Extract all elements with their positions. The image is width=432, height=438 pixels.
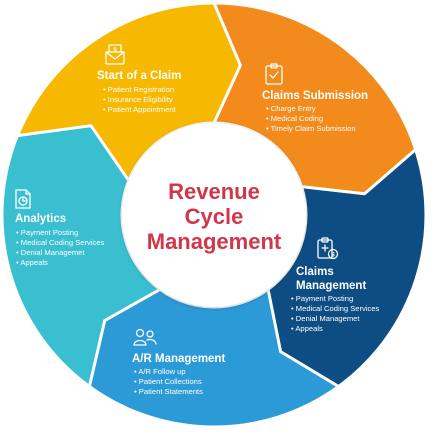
segment-analytics-content: Analytics • Payment Posting • Medical Co… <box>15 189 105 267</box>
segment-title: Analytics <box>15 213 66 225</box>
envelope-dollar-icon: $ <box>105 44 125 65</box>
segment-item: • Medical Coding Services <box>291 304 380 313</box>
segment-item: • Medical Coding <box>266 114 323 123</box>
segment-item: • Patient Collections <box>134 377 202 386</box>
segment-item: • A/R Follow up <box>134 367 186 376</box>
segment-item: • Payment Posting <box>16 228 78 237</box>
segment-title: Management <box>296 280 366 292</box>
segment-item: • Denial Managemet <box>291 314 360 323</box>
segment-claims-submission-content: Claims Submission • Charge Entry • Medic… <box>262 63 368 133</box>
segment-item: • Medical Coding Services <box>16 238 105 247</box>
segment-item: • Payment Posting <box>291 294 353 303</box>
people-icon <box>133 328 157 346</box>
segment-ar-management-content: A/R Management • A/R Follow up • Patient… <box>132 328 225 396</box>
center-circle <box>122 123 306 307</box>
segment-item: • Patient Registration <box>103 85 174 94</box>
svg-text:$: $ <box>113 48 117 54</box>
segment-title: Claims <box>296 266 334 278</box>
segment-item: • Insurance Eligibility <box>103 95 173 104</box>
segment-item: • Appeals <box>291 324 323 333</box>
segment-start-of-claim-content: $ Start of a Claim • Patient Registratio… <box>97 44 181 114</box>
center-title-line-1: Revenue <box>168 179 260 204</box>
clipboard-check-icon <box>265 63 283 85</box>
center-title-line-3: Management <box>147 229 282 254</box>
report-chart-icon <box>15 189 31 209</box>
segment-title: Claims Submission <box>262 90 368 102</box>
segment-title: Start of a Claim <box>97 70 181 82</box>
segment-item: • Appeals <box>16 258 48 267</box>
svg-text:$: $ <box>331 252 335 258</box>
segment-item: • Charge Entry <box>266 104 316 113</box>
segment-item: • Patient Statements <box>134 387 203 396</box>
segment-item: • Timely Claim Submission <box>266 124 356 133</box>
segment-item: • Denial Managemet <box>16 248 85 257</box>
segment-title: A/R Management <box>132 353 225 365</box>
center-title-line-2: Cycle <box>185 204 244 229</box>
segment-item: • Patient Appointment <box>103 105 177 114</box>
segment-claims-management-content: $ Claims Management • Payment Posting • … <box>291 237 380 333</box>
medical-clipboard-icon: $ <box>317 237 339 260</box>
